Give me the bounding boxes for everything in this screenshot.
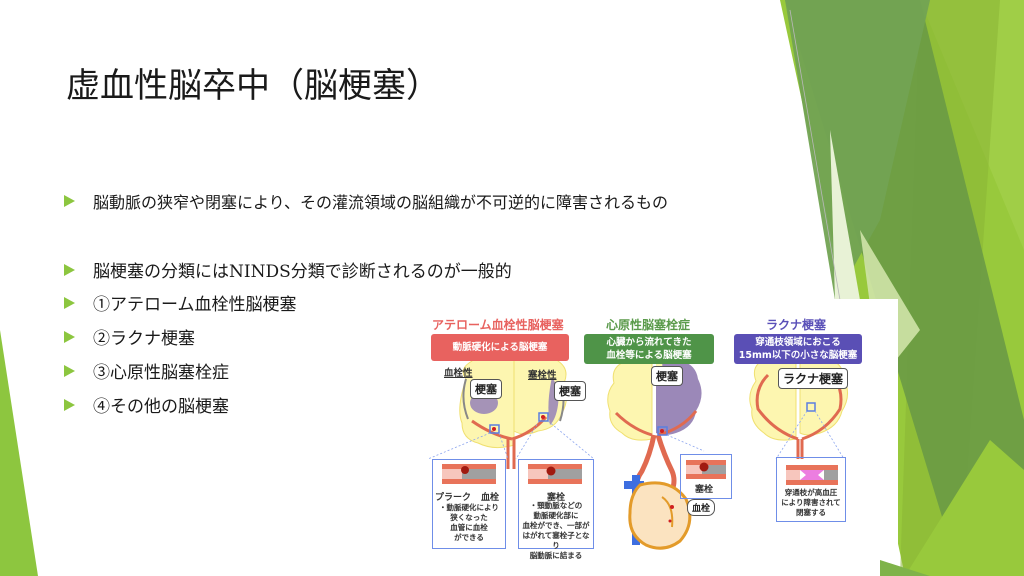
label-thrombus: 血栓 bbox=[481, 493, 500, 503]
bullet-item: ②ラクナ梗塞 bbox=[64, 324, 195, 349]
label-embolus: 塞栓 bbox=[547, 493, 566, 503]
panel-title-cardioembolic: 心原性脳塞栓症 bbox=[606, 318, 691, 332]
slide-title: 虚血性脳卒中（脳梗塞） bbox=[66, 66, 440, 106]
callout-infarct: 梗塞 bbox=[470, 379, 502, 399]
label-thrombotic: 血栓性 bbox=[444, 368, 473, 379]
panel-description-atherothrombotic: 動脈硬化による脳梗塞 bbox=[431, 334, 569, 361]
bullet-text: ④その他の脳梗塞 bbox=[93, 397, 229, 417]
zoom-detail-text: 穿通枝が高血圧 により障害されて 閉塞する bbox=[781, 488, 841, 517]
vessel-section-icon bbox=[686, 460, 726, 479]
zoom-detail-thrombotic: プラーク 血栓 ・動脈硬化により 狭くなった 血管に血栓 ができる bbox=[432, 459, 506, 549]
label-plaque: プラーク bbox=[435, 493, 472, 503]
zoom-detail-text: ・頸動脈などの 動脈硬化部に 血栓ができ、一部が はがれて塞栓子となり 脳動脈に… bbox=[522, 501, 590, 560]
bullet-text: 脳動脈の狭窄や閉塞により、その灌流領域の脳組織が不可逆的に障害されるもの bbox=[93, 193, 669, 212]
bullet-item: ①アテローム血栓性脳梗塞 bbox=[64, 290, 297, 315]
label-embolic: 塞栓性 bbox=[528, 370, 557, 381]
brain-icon bbox=[427, 349, 595, 469]
bullet-arrow-icon bbox=[64, 296, 75, 309]
panel-title-atherothrombotic: アテローム血栓性脳梗塞 bbox=[432, 318, 564, 332]
bullet-arrow-icon bbox=[64, 330, 75, 343]
bullet-text: ①アテローム血栓性脳梗塞 bbox=[93, 295, 297, 315]
panel-description-cardioembolic: 心臓から流れてきた 血栓等による脳梗塞 bbox=[584, 334, 714, 364]
bullet-text: 脳梗塞の分類にはNINDS分類で診断されるのが一般的 bbox=[93, 262, 512, 282]
callout-thrombus: 血栓 bbox=[687, 499, 716, 516]
stroke-classification-figure: アテローム血栓性脳梗塞 動脈硬化による脳梗塞 血栓性 塞栓性 梗塞 梗塞 プラー… bbox=[404, 299, 898, 560]
zoom-detail-lacunar: 穿通枝が高血圧 により障害されて 閉塞する bbox=[776, 457, 846, 522]
callout-lacunar-infarct: ラクナ梗塞 bbox=[778, 368, 849, 389]
label-embolus: 塞栓 bbox=[695, 485, 714, 495]
bullet-arrow-icon bbox=[64, 263, 75, 276]
zoom-detail-cardioembolic: 塞栓 bbox=[680, 454, 732, 499]
panel-description-lacunar: 穿通枝領域におこる 15mm以下の小さな脳梗塞 bbox=[734, 334, 862, 364]
bullet-text: ③心原性脳塞栓症 bbox=[93, 363, 229, 383]
bullet-item: 脳梗塞の分類にはNINDS分類で診断されるのが一般的 bbox=[64, 257, 512, 282]
callout-infarct: 梗塞 bbox=[554, 381, 586, 401]
vessel-section-icon bbox=[528, 464, 582, 484]
callout-infarct: 梗塞 bbox=[651, 366, 683, 386]
bullet-item: ③心原性脳塞栓症 bbox=[64, 358, 229, 383]
vessel-section-icon bbox=[786, 465, 838, 485]
bullet-arrow-icon bbox=[64, 195, 75, 207]
bullet-arrow-icon bbox=[64, 398, 75, 411]
bullet-item: 脳動脈の狭窄や閉塞により、その灌流領域の脳組織が不可逆的に障害されるもの bbox=[64, 189, 668, 213]
bullet-item: ④その他の脳梗塞 bbox=[64, 392, 229, 417]
zoom-detail-text: ・動脈硬化により 狭くなった 血管に血栓 ができる bbox=[439, 503, 499, 542]
zoom-detail-embolic: 塞栓 ・頸動脈などの 動脈硬化部に 血栓ができ、一部が はがれて塞栓子となり 脳… bbox=[518, 459, 594, 560]
vessel-section-icon bbox=[442, 464, 496, 484]
bullet-text: ②ラクナ梗塞 bbox=[93, 329, 195, 349]
panel-title-lacunar: ラクナ梗塞 bbox=[766, 318, 827, 332]
bullet-arrow-icon bbox=[64, 364, 75, 377]
brain-illustrations bbox=[427, 349, 848, 550]
